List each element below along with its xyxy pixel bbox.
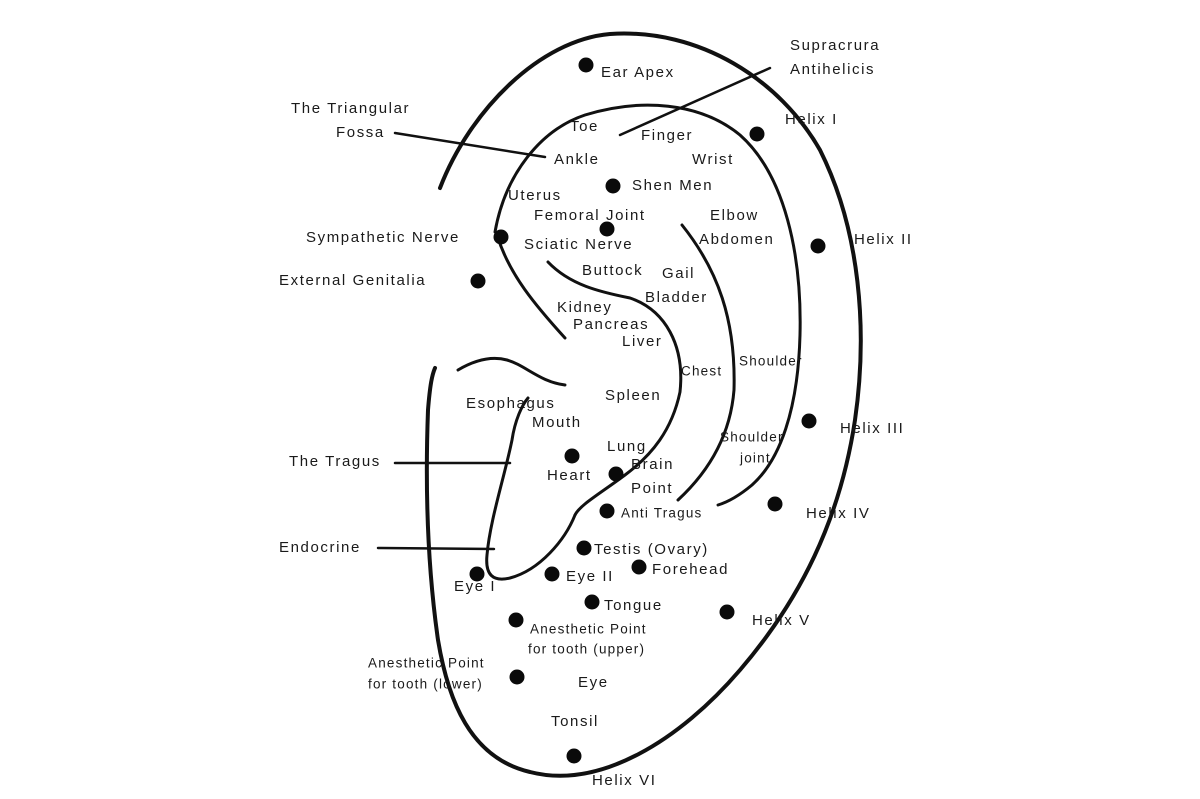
label-chest: Chest xyxy=(681,364,722,379)
label-helix-1: Helix I xyxy=(785,111,838,128)
point-helix-6 xyxy=(566,748,582,764)
label-femoral-joint: Femoral Joint xyxy=(534,207,646,224)
point-eye-1 xyxy=(469,566,485,582)
point-anti-tragus xyxy=(599,503,615,519)
label-wrist: Wrist xyxy=(692,151,734,168)
label-anti-tragus: Anti Tragus xyxy=(621,506,703,521)
label-eye-2: Eye II xyxy=(566,568,614,585)
label-mouth: Mouth xyxy=(532,414,582,431)
leader-lines xyxy=(376,66,772,551)
label-external-genitalia: External Genitalia xyxy=(279,272,426,289)
point-sympathetic-nerve xyxy=(493,229,509,245)
label-ear-apex: Ear Apex xyxy=(601,64,675,81)
label-triangular-fossa-1: The Triangular xyxy=(291,100,410,117)
label-shen-men: Shen Men xyxy=(632,177,713,194)
point-tongue xyxy=(584,594,600,610)
label-lung: Lung xyxy=(607,438,647,455)
acupoints xyxy=(469,57,826,764)
ear-outline xyxy=(424,31,863,778)
label-forehead: Forehead xyxy=(652,561,729,578)
label-bladder: Bladder xyxy=(645,289,708,306)
point-shen-men xyxy=(605,178,621,194)
point-helix-5 xyxy=(719,604,735,620)
antihelix-ridge xyxy=(676,223,736,502)
point-helix-3 xyxy=(801,413,817,429)
label-tongue: Tongue xyxy=(604,597,663,614)
point-helix-4 xyxy=(767,496,783,512)
concha-curve xyxy=(485,396,577,581)
point-external-genitalia xyxy=(470,273,486,289)
point-femoral-joint xyxy=(599,221,615,237)
inner-helix-ridge xyxy=(493,103,802,507)
label-helix-6: Helix VI xyxy=(592,772,656,789)
label-helix-5: Helix V xyxy=(752,612,811,629)
label-eye-1: Eye I xyxy=(454,578,496,595)
label-eye: Eye xyxy=(578,674,609,691)
label-ankle: Ankle xyxy=(554,151,600,168)
label-shoulder-joint-1: Shoulder xyxy=(720,430,784,445)
tragus-top xyxy=(456,356,567,387)
label-toe: Toe xyxy=(570,118,599,135)
label-esophagus: Esophagus xyxy=(466,395,555,412)
label-brain-2: Point xyxy=(631,480,673,497)
label-testis: Testis (Ovary) xyxy=(594,541,709,558)
outer-helix-rim xyxy=(424,31,863,778)
point-heart xyxy=(564,448,580,464)
label-the-tragus: The Tragus xyxy=(289,453,381,470)
label-shoulder-joint-2: joint xyxy=(739,451,771,466)
point-testis xyxy=(576,540,592,556)
label-spleen: Spleen xyxy=(605,387,661,404)
label-brain-1: Brain xyxy=(631,456,674,473)
label-supracrura-2: Antihelicis xyxy=(790,61,875,78)
leader-supracrura xyxy=(618,66,772,137)
label-anesthetic-upper-2: for tooth (upper) xyxy=(528,642,645,657)
point-brain xyxy=(608,466,624,482)
label-helix-4: Helix IV xyxy=(806,505,870,522)
label-anesthetic-lower-2: for tooth (lower) xyxy=(368,677,483,692)
label-sympathetic-nerve: Sympathetic Nerve xyxy=(306,229,460,246)
point-helix-1 xyxy=(749,126,765,142)
label-abdomen: Abdomen xyxy=(699,231,774,248)
label-shoulder: Shoulder xyxy=(739,354,803,369)
point-ear-apex xyxy=(578,57,594,73)
label-supracrura-1: Supracrura xyxy=(790,37,880,54)
label-triangular-fossa-2: Fossa xyxy=(336,124,385,141)
label-endocrine: Endocrine xyxy=(279,539,361,556)
label-pancreas: Pancreas xyxy=(573,316,649,333)
label-uterus: Uterus xyxy=(508,187,562,204)
cymba-edge xyxy=(546,260,683,517)
label-helix-2: Helix II xyxy=(854,231,913,248)
label-anesthetic-upper-1: Anesthetic Point xyxy=(530,622,647,637)
label-heart: Heart xyxy=(547,467,592,484)
label-helix-3: Helix III xyxy=(840,420,904,437)
label-finger: Finger xyxy=(641,127,693,144)
label-gail: Gail xyxy=(662,265,695,282)
label-liver: Liver xyxy=(622,333,663,350)
label-elbow: Elbow xyxy=(710,207,759,224)
leader-endocrine xyxy=(376,546,496,551)
label-anesthetic-lower-1: Anesthetic Point xyxy=(368,656,485,671)
point-forehead xyxy=(631,559,647,575)
point-anesthetic-lower xyxy=(509,669,525,685)
labels: Ear Apex Supracrura Antihelicis The Tria… xyxy=(279,37,913,789)
label-tonsil: Tonsil xyxy=(551,713,599,730)
label-kidney: Kidney xyxy=(557,299,612,316)
label-buttock: Buttock xyxy=(582,262,643,279)
point-helix-2 xyxy=(810,238,826,254)
point-anesthetic-upper xyxy=(508,612,524,628)
point-eye-2 xyxy=(544,566,560,582)
label-sciatic-nerve: Sciatic Nerve xyxy=(524,236,633,253)
leader-triangular-fossa xyxy=(393,131,547,159)
concha-upper-edge xyxy=(496,236,567,340)
